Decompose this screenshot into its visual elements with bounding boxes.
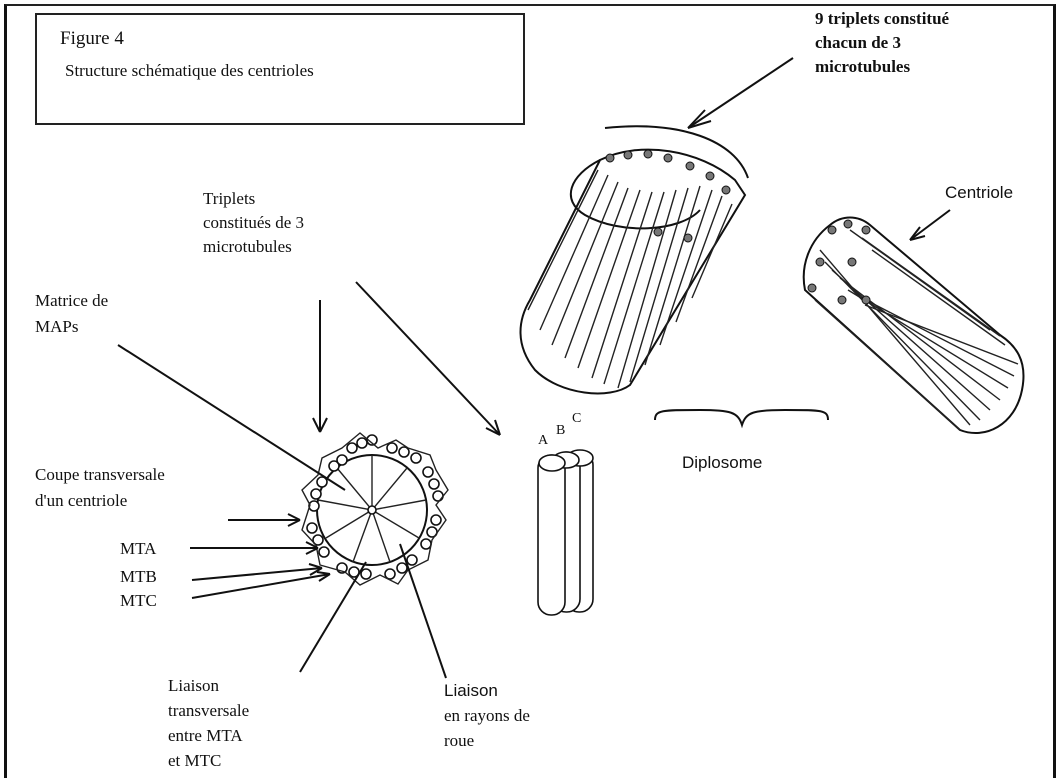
label-mtc: MTC <box>120 590 157 612</box>
label-a: A <box>538 430 548 452</box>
label-c: C <box>572 408 581 430</box>
label-coupe-line2: d'un centriole <box>35 490 127 512</box>
label-diplosome: Diplosome <box>682 452 762 474</box>
label-centriole: Centriole <box>945 182 1013 204</box>
label-liaison-rayons-line3: roue <box>444 730 474 752</box>
figure-title: Figure 4 <box>60 28 124 50</box>
diplosome-brace <box>655 410 828 425</box>
label-liaison-transversale-line2: transversale <box>168 700 249 722</box>
label-9-triplets-line1: 9 triplets constitué <box>815 8 949 30</box>
centriole-cylinder-left <box>520 150 745 394</box>
cross-section-wheel <box>302 433 448 585</box>
label-triplets-line3: microtubules <box>203 236 292 258</box>
label-liaison-rayons-line1: Liaison <box>444 680 498 702</box>
label-liaison-transversale-line4: et MTC <box>168 750 221 772</box>
label-mtb: MTB <box>120 566 157 588</box>
figure-subtitle: Structure schématique des centrioles <box>65 60 314 82</box>
label-b: B <box>556 420 565 442</box>
centriole-cylinder-right <box>804 218 1024 434</box>
label-liaison-transversale-line3: entre MTA <box>168 725 243 747</box>
label-coupe-line1: Coupe transversale <box>35 464 165 486</box>
label-matrice-line2: MAPs <box>35 316 78 338</box>
triplet-tubes <box>538 450 593 615</box>
label-liaison-transversale-line1: Liaison <box>168 675 219 697</box>
label-9-triplets-line2: chacun de 3 <box>815 32 901 54</box>
label-9-triplets-line3: microtubules <box>815 56 910 78</box>
label-triplets-line2: constitués de 3 <box>203 212 304 234</box>
label-liaison-rayons-line2: en rayons de <box>444 705 530 727</box>
label-matrice-line1: Matrice de <box>35 290 108 312</box>
label-mta: MTA <box>120 538 156 560</box>
label-triplets-line1: Triplets <box>203 188 255 210</box>
